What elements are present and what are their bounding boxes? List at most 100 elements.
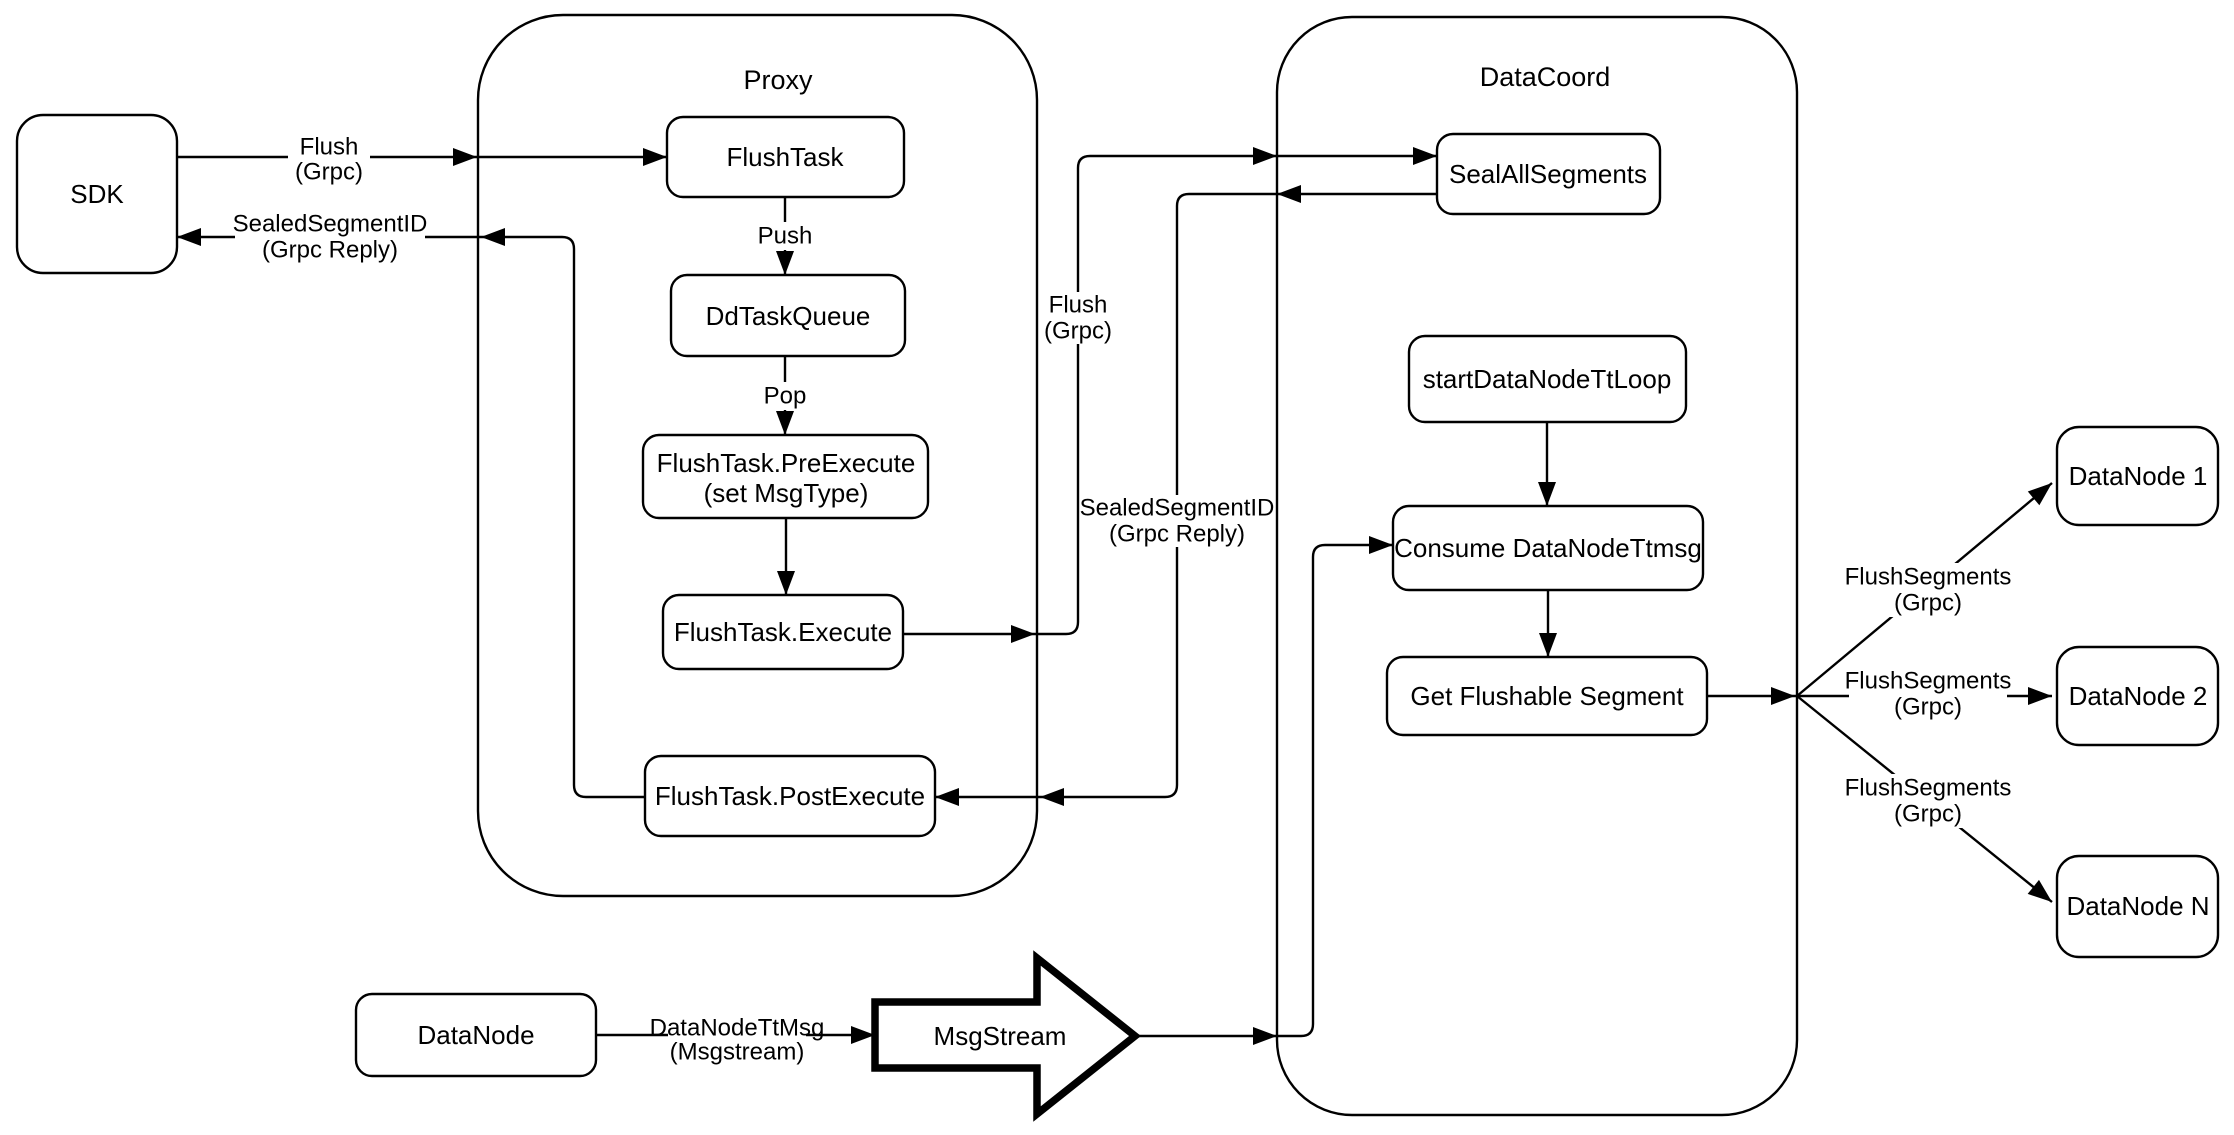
edge-label-text: (Grpc) — [1894, 694, 1962, 721]
edge-label-text: FlushSegments — [1845, 668, 2012, 695]
node-postexecute-label: FlushTask.PostExecute — [655, 781, 925, 811]
label-bg — [668, 1014, 806, 1066]
edge-label-text: (Msgstream) — [670, 1039, 805, 1066]
edge-label-sealed-segment-reply: SealedSegmentID (Grpc Reply) — [1080, 495, 1275, 548]
node-consumedatanodettmsg-box — [1391, 504, 1705, 592]
edge-label-text: (Grpc Reply) — [1109, 521, 1245, 548]
node-ddtaskqueue-label: DdTaskQueue — [706, 301, 871, 331]
edge-label-text: SealedSegmentID — [233, 211, 428, 238]
edge-label-flush-segments-1: FlushSegments (Grpc) — [1845, 563, 2012, 617]
arrowhead — [1771, 687, 1795, 705]
label-bg — [753, 222, 817, 250]
label-bg — [1849, 774, 2007, 828]
datacoord-container-title: DataCoord — [1480, 62, 1611, 92]
arrowhead — [2027, 483, 2052, 506]
datacoord-container-outline — [1275, 15, 1799, 1117]
label-bg — [1082, 495, 1272, 547]
node-preexecute: FlushTask.PreExecute (set MsgType) — [641, 433, 930, 520]
edge-label-datanode-ttmsg: DataNodeTtMsg (Msgstream) — [650, 1014, 825, 1066]
edge-label-text: FlushSegments — [1845, 775, 2012, 802]
arrowhead — [1011, 625, 1035, 643]
node-sealallsegments: SealAllSegments — [1435, 132, 1662, 216]
arrowhead — [177, 228, 201, 246]
node-flushtask-box — [665, 115, 906, 199]
edge-label-text: (Grpc) — [1894, 801, 1962, 828]
datacoord-container: DataCoord — [1275, 15, 1799, 1117]
edge-label-text: SealedSegmentID — [1080, 495, 1275, 522]
arrowhead — [1253, 147, 1277, 165]
arrowhead — [481, 228, 505, 246]
node-startdatanodettloop-box — [1407, 334, 1688, 424]
arrowhead — [1413, 147, 1437, 165]
node-sealallsegments-label: SealAllSegments — [1449, 159, 1647, 189]
node-getflushablesegment: Get Flushable Segment — [1385, 655, 1709, 737]
arrowhead — [643, 148, 667, 166]
node-execute-box — [661, 593, 905, 671]
label-bg — [1849, 563, 2007, 617]
msgstream-block-arrow-shape — [871, 950, 1142, 1122]
edge-label-sdk-flush: Flush (Grpc) — [288, 134, 370, 186]
arrowhead — [776, 251, 794, 275]
edge-label-text: Flush — [1049, 292, 1108, 319]
edge-label-text: (Grpc) — [1894, 590, 1962, 617]
node-consumedatanodettmsg: Consume DataNodeTtmsg — [1391, 504, 1705, 592]
node-consumedatanodettmsg-label: Consume DataNodeTtmsg — [1394, 533, 1702, 563]
node-datanode2-box — [2055, 645, 2220, 747]
arrowheads — [177, 147, 2052, 1045]
node-msgstream: MsgStream — [871, 950, 1142, 1122]
edge-label-text: FlushSegments — [1845, 564, 2012, 591]
label-bg — [1043, 292, 1115, 344]
arrowhead — [453, 148, 477, 166]
node-sdk-box — [15, 113, 179, 275]
node-ddtaskqueue: DdTaskQueue — [669, 273, 907, 358]
node-getflushablesegment-label: Get Flushable Segment — [1410, 681, 1684, 711]
edge-label-text: Push — [758, 223, 813, 250]
arrowhead — [851, 1026, 875, 1044]
node-getflushablesegment-box — [1385, 655, 1709, 737]
node-preexecute-label-line2: (set MsgType) — [704, 478, 869, 508]
arrowhead — [1040, 788, 1064, 806]
node-msgstream-label: MsgStream — [934, 1021, 1067, 1051]
edge-label-pop: Pop — [757, 382, 813, 410]
node-startdatanodettloop-label: startDataNodeTtLoop — [1423, 364, 1672, 394]
node-postexecute-box — [643, 754, 937, 838]
edge-label-text: (Grpc Reply) — [262, 237, 398, 264]
edge-label-flush-segments-3: FlushSegments (Grpc) — [1845, 774, 2012, 828]
node-datanoden-label: DataNode N — [2066, 891, 2209, 921]
arrowhead — [1277, 185, 1301, 203]
arrowhead — [1369, 536, 1393, 554]
node-preexecute-box — [641, 433, 930, 520]
proxy-container-title: Proxy — [743, 65, 813, 95]
edge-label-text: Pop — [764, 383, 807, 410]
node-datanode1: DataNode 1 — [2055, 425, 2220, 527]
node-datanode1-box — [2055, 425, 2220, 527]
edge-label-text: DataNodeTtMsg — [650, 1015, 825, 1042]
edge-label-flush-segments-2: FlushSegments (Grpc) — [1845, 667, 2012, 721]
edge-execute-to-sealallsegments — [903, 154, 1437, 636]
arrowhead — [2028, 687, 2052, 705]
edge-postexecute-to-sdk — [177, 235, 645, 799]
node-datanode-bottom: DataNode — [354, 992, 598, 1078]
label-bg — [757, 382, 813, 410]
node-datanoden: DataNode N — [2055, 854, 2220, 959]
arrowhead — [777, 571, 795, 595]
edge-label-sealed-segment-sdk: SealedSegmentID (Grpc Reply) — [233, 211, 428, 264]
node-datanode1-label: DataNode 1 — [2069, 461, 2208, 491]
node-datanode2: DataNode 2 — [2055, 645, 2220, 747]
edge-label-push: Push — [753, 222, 817, 250]
node-preexecute-label-line1: FlushTask.PreExecute — [657, 448, 916, 478]
node-datanode2-label: DataNode 2 — [2069, 681, 2208, 711]
node-execute: FlushTask.Execute — [661, 593, 905, 671]
node-execute-label: FlushTask.Execute — [674, 617, 892, 647]
node-datanode-bottom-label: DataNode — [417, 1020, 534, 1050]
arrowhead — [2027, 879, 2052, 902]
node-ddtaskqueue-box — [669, 273, 907, 358]
arrowhead — [1539, 633, 1557, 657]
node-flushtask: FlushTask — [665, 115, 906, 199]
edge-label-text: (Grpc) — [1044, 318, 1112, 345]
node-flushtask-label: FlushTask — [726, 142, 844, 172]
edge-label-text: Flush — [300, 134, 359, 161]
edge-label-flush-grpc: Flush (Grpc) — [1043, 292, 1115, 345]
node-startdatanodettloop: startDataNodeTtLoop — [1407, 334, 1688, 424]
